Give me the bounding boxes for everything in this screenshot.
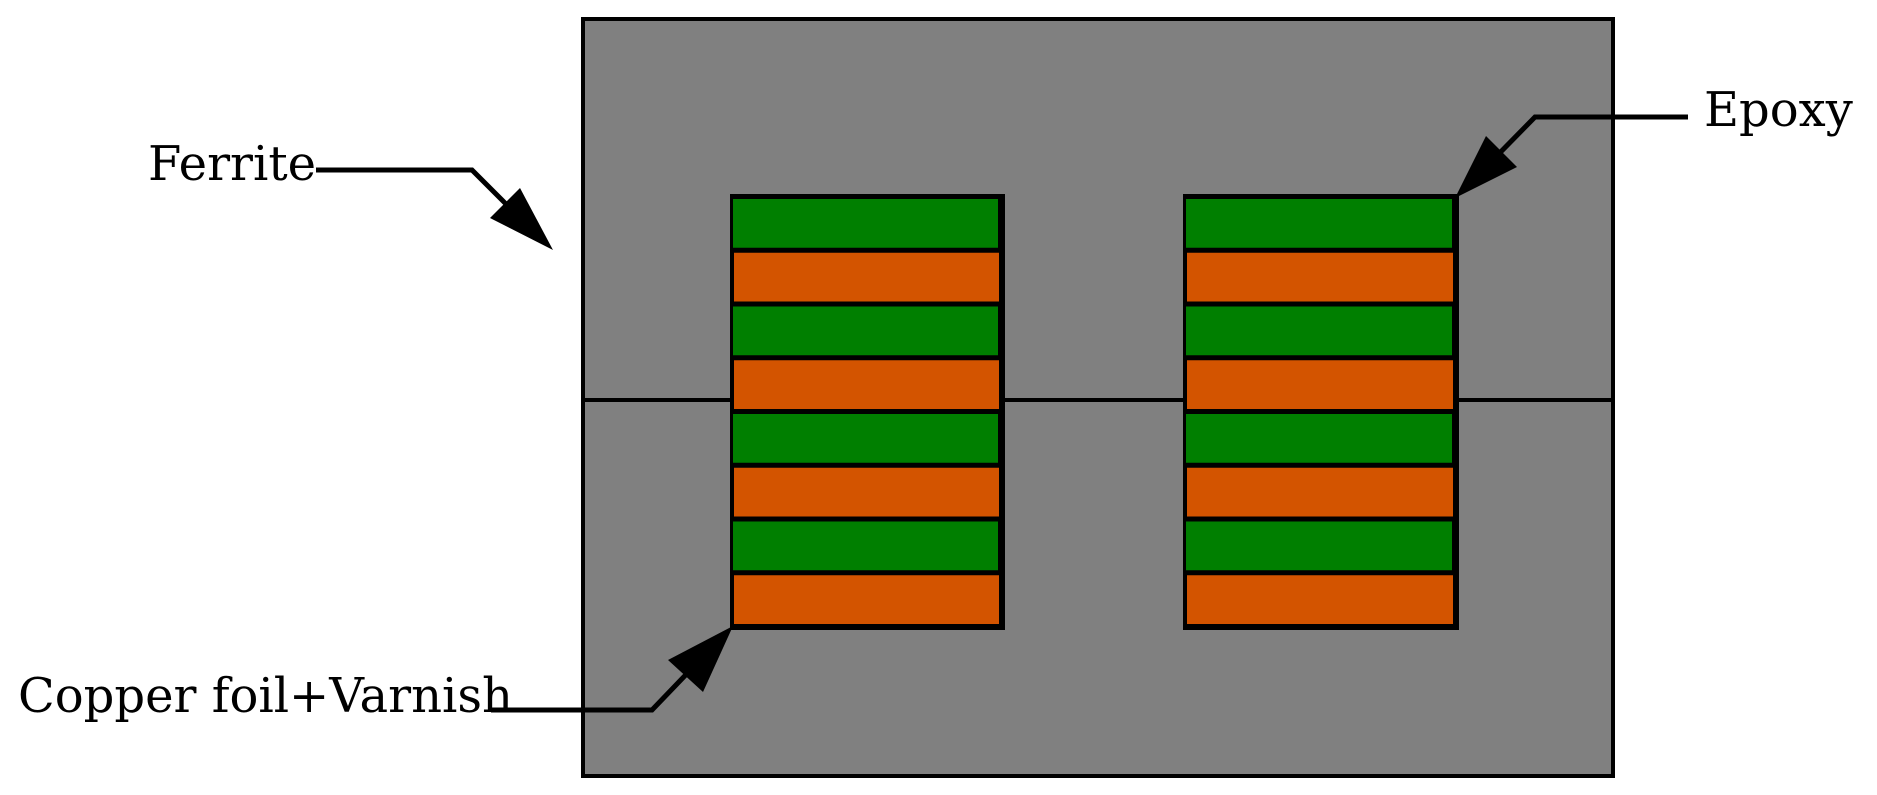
epoxy-label: Epoxy [1704, 82, 1853, 138]
ferrite-label: Ferrite [148, 136, 316, 192]
right-stack-varnish-layer-7 [1186, 521, 1452, 571]
right-winding-stack [1183, 194, 1459, 630]
copper-foil-varnish-label: Copper foil+Varnish [18, 668, 513, 724]
epoxy-arrowhead-icon [1455, 136, 1517, 198]
left-stack-varnish-layer-5 [733, 414, 998, 463]
left-stack-copper-foil-layer-4 [734, 360, 999, 409]
ferrite-leader [316, 167, 553, 250]
left-stack-copper-foil-layer-2 [734, 252, 999, 302]
left-stack-varnish-layer-3 [733, 306, 998, 356]
copper-foil-varnish-leader [491, 626, 733, 713]
right-stack-copper-foil-layer-6 [1187, 467, 1453, 517]
left-stack-varnish-layer-7 [733, 521, 998, 571]
copper-foil-varnish-arrowhead-icon [668, 626, 733, 692]
left-stack-varnish-layer-1 [733, 199, 998, 248]
left-stack-copper-foil-layer-6 [734, 467, 999, 517]
right-stack-copper-foil-layer-4 [1187, 360, 1453, 409]
epoxy-leader [1455, 114, 1688, 198]
right-stack-varnish-layer-1 [1186, 199, 1452, 248]
right-stack-copper-foil-layer-8 [1187, 575, 1453, 624]
left-winding-stack [730, 194, 1005, 630]
right-stack-varnish-layer-5 [1186, 414, 1452, 463]
ferrite-arrowhead-icon [490, 188, 553, 250]
right-stack-varnish-layer-3 [1186, 306, 1452, 356]
right-stack-copper-foil-layer-2 [1187, 252, 1453, 302]
copper-foil-varnish-leader-line [491, 658, 702, 713]
left-stack-copper-foil-layer-8 [734, 575, 999, 624]
